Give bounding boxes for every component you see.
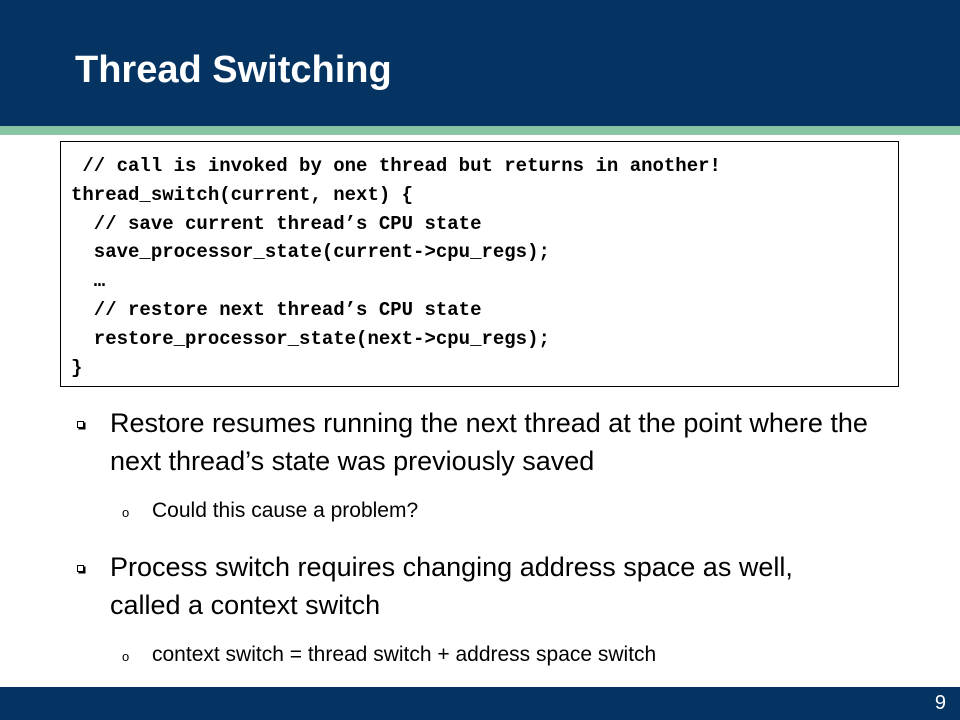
sub-bullet-text: Could this cause a problem? xyxy=(152,499,419,522)
header-band: Thread Switching xyxy=(0,0,960,126)
accent-stripe xyxy=(0,126,960,135)
code-line: // call is invoked by one thread but ret… xyxy=(71,155,721,177)
code-line: thread_switch(current, next) { xyxy=(71,183,414,206)
code-line: // restore next thread’s CPU state xyxy=(71,298,482,321)
sub-bullet-item: o context switch = thread switch + addre… xyxy=(0,640,960,670)
bullet-text: Restore resumes running the next thread … xyxy=(110,408,868,476)
bullet-text: Process switch requires changing address… xyxy=(110,552,793,620)
square-bullet-icon xyxy=(77,565,84,572)
bullet-list: Restore resumes running the next thread … xyxy=(0,404,960,670)
code-line: // save current thread’s CPU state xyxy=(71,212,482,235)
circle-bullet-icon: o xyxy=(122,649,130,664)
sub-bullet-text: context switch = thread switch + address… xyxy=(152,643,657,666)
code-line: save_processor_state(current->cpu_regs); xyxy=(71,241,550,264)
footer-band: 9 xyxy=(0,687,960,720)
code-line: … xyxy=(71,270,106,293)
code-line: } xyxy=(71,356,83,379)
code-line: restore_processor_state(next->cpu_regs); xyxy=(71,327,550,350)
square-bullet-icon xyxy=(77,421,84,428)
code-block: // call is invoked by one thread but ret… xyxy=(60,141,899,387)
bullet-item: Restore resumes running the next thread … xyxy=(0,404,870,480)
page-number: 9 xyxy=(934,692,946,714)
slide-title: Thread Switching xyxy=(75,49,392,91)
sub-bullet-item: o Could this cause a problem? xyxy=(0,496,960,526)
bullet-item: Process switch requires changing address… xyxy=(0,548,870,624)
circle-bullet-icon: o xyxy=(122,505,130,520)
